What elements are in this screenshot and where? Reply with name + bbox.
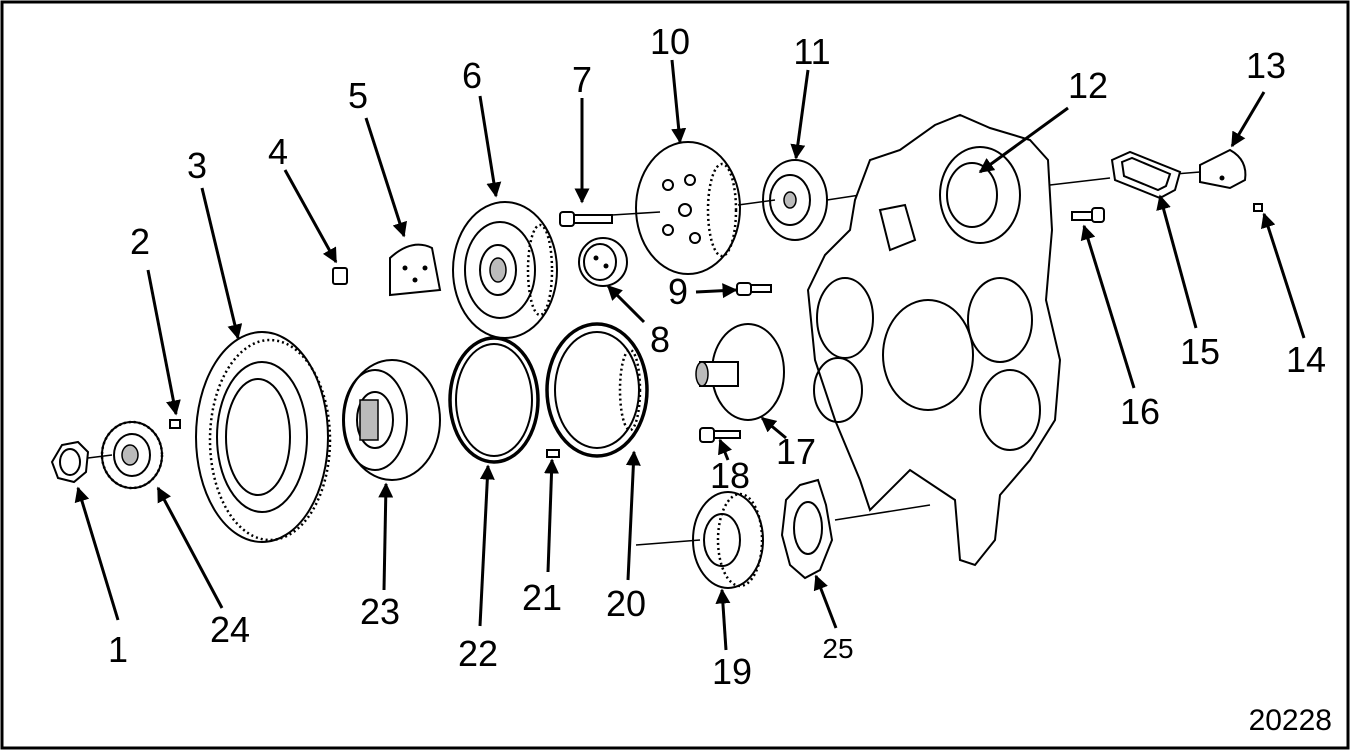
part-22-ring <box>448 336 540 464</box>
part-5-plate <box>389 243 442 297</box>
part-10-gear-disc <box>611 141 741 275</box>
callout-2: 2 <box>130 221 150 262</box>
callout-8: 8 <box>650 319 670 360</box>
leader-25 <box>813 574 838 629</box>
leader-21 <box>544 458 560 573</box>
leader-6 <box>478 95 502 198</box>
callout-25: 25 <box>822 633 853 664</box>
leader-18 <box>718 438 732 461</box>
callout-24: 24 <box>210 609 250 650</box>
callout-18: 18 <box>710 455 750 496</box>
leader-9 <box>695 283 738 299</box>
leader-19 <box>715 588 731 651</box>
leader-lines <box>74 59 1306 651</box>
callout-15: 15 <box>1180 331 1220 372</box>
leader-3 <box>200 187 243 340</box>
callout-5: 5 <box>348 75 368 116</box>
callout-10: 10 <box>650 21 690 62</box>
part-21-key <box>546 449 560 458</box>
part-6-crankshaft-gear <box>452 201 558 339</box>
part-3-damper <box>195 331 332 543</box>
leader-12 <box>978 106 1069 174</box>
part-7-bolt <box>559 211 613 227</box>
part-8-spacer <box>578 237 628 287</box>
leader-17 <box>760 416 787 440</box>
callout-9: 9 <box>668 271 688 312</box>
leader-16 <box>1080 224 1136 389</box>
callout-13: 13 <box>1246 45 1286 86</box>
callout-11: 11 <box>793 31 830 72</box>
leader-11 <box>790 69 810 160</box>
callout-7: 7 <box>572 59 592 100</box>
part-18-bolt <box>699 427 741 443</box>
callout-6: 6 <box>462 55 482 96</box>
callout-23: 23 <box>360 591 400 632</box>
part-16-bolt <box>1071 207 1105 223</box>
part-25-plate <box>780 478 931 580</box>
leader-22 <box>478 464 495 627</box>
callout-labels: 1 2 3 4 5 6 7 8 9 10 11 12 13 14 15 16 1… <box>108 21 1326 692</box>
part-2-key <box>169 419 181 429</box>
callout-4: 4 <box>268 131 288 172</box>
callout-14: 14 <box>1286 339 1326 380</box>
callout-21: 21 <box>522 577 562 618</box>
leader-20 <box>625 450 641 581</box>
callout-3: 3 <box>187 145 207 186</box>
part-11-hub <box>737 159 861 241</box>
leader-8 <box>606 284 646 324</box>
callout-20: 20 <box>606 583 646 624</box>
part-12-gear-housing <box>806 113 1111 567</box>
part-19-helical-gear <box>635 491 764 589</box>
leader-13 <box>1230 91 1266 148</box>
leader-10 <box>670 59 687 144</box>
part-4-small-nut <box>332 267 348 285</box>
leader-23 <box>378 482 394 591</box>
leader-4 <box>283 169 338 264</box>
part-17-pump-gear <box>695 323 785 421</box>
part-13-cap <box>1174 148 1247 190</box>
part-1-nut <box>50 440 90 484</box>
part-23-hub <box>342 359 441 481</box>
leader-15 <box>1156 194 1198 329</box>
leader-1 <box>74 486 120 621</box>
callout-19: 19 <box>712 651 752 692</box>
callout-17: 17 <box>776 431 816 472</box>
leader-14 <box>1261 212 1306 339</box>
part-15-gasket <box>1110 150 1182 200</box>
leader-24 <box>156 486 224 609</box>
part-9-bolt <box>736 282 772 296</box>
leader-2 <box>146 269 181 416</box>
part-24-gear <box>87 420 164 490</box>
part-14-pin <box>1253 203 1263 212</box>
callout-22: 22 <box>458 633 498 674</box>
part-20-ring-gear <box>545 322 649 458</box>
figure-number: 20228 <box>1249 704 1332 737</box>
callout-16: 16 <box>1120 391 1160 432</box>
callout-1: 1 <box>108 629 128 670</box>
leader-5 <box>364 117 408 238</box>
callout-12: 12 <box>1068 65 1108 106</box>
